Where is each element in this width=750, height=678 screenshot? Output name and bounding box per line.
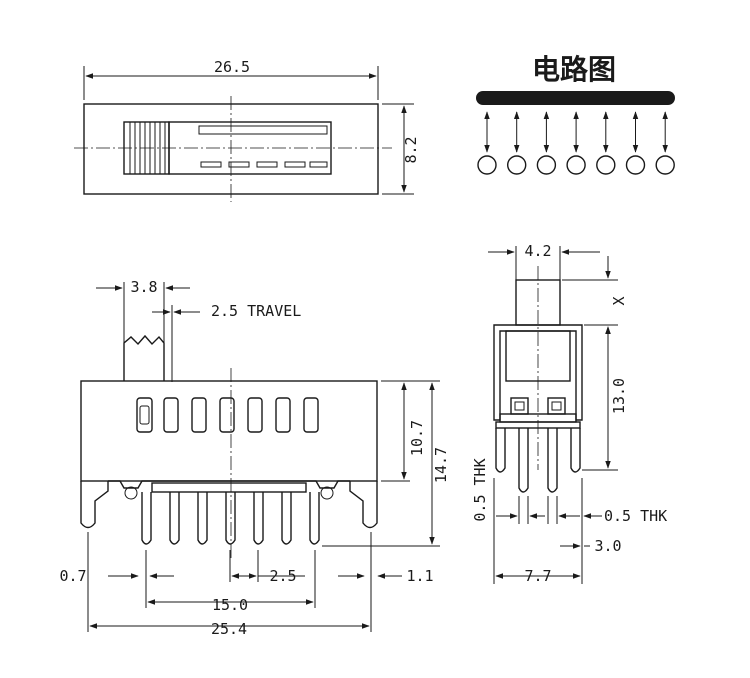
- travel-label: 2.5 TRAVEL: [211, 302, 301, 320]
- side-width-label: 7.7: [524, 567, 551, 585]
- terminal-contact: [536, 155, 557, 175]
- terminal-contact: [477, 155, 497, 175]
- body-height-label: 10.7: [408, 420, 426, 456]
- top-view-height-label: 8.2: [402, 136, 420, 163]
- terminal-contact: [655, 155, 675, 175]
- side-height-label: 13.0: [610, 378, 628, 414]
- page-title: 电路图: [532, 53, 616, 86]
- terminal-contact: [507, 155, 527, 175]
- pin-span-label: 15.0: [212, 596, 248, 614]
- front-view: 3.8 2.5 TRAVEL: [59, 278, 450, 638]
- x-dimension-label: X: [610, 296, 628, 305]
- terminal-contact: [625, 155, 646, 175]
- pitch-label: 2.5: [269, 567, 296, 585]
- circuit-diagram: 电路图: [476, 53, 675, 175]
- actuator-width-label: 3.8: [130, 278, 157, 296]
- top-view: 26.5 8.2: [74, 58, 420, 202]
- front-pin-thk-label: 0.5 THK: [604, 507, 667, 525]
- left-gap-label: 0.7: [59, 567, 86, 585]
- circuit-terminals: [477, 111, 675, 175]
- right-gap-label: 1.1: [406, 567, 433, 585]
- overall-width-label: 25.4: [211, 620, 247, 638]
- side-actuator-width-label: 4.2: [524, 242, 551, 260]
- top-view-width-label: 26.5: [214, 58, 250, 76]
- side-pin-thk-label: 0.5 THK: [471, 458, 489, 521]
- terminal-contact: [596, 155, 616, 175]
- total-height-label: 14.7: [432, 447, 450, 483]
- terminal-contact: [566, 155, 586, 175]
- side-view: 4.2 X 13.0: [471, 242, 667, 585]
- pin-offset-label: 3.0: [594, 537, 621, 555]
